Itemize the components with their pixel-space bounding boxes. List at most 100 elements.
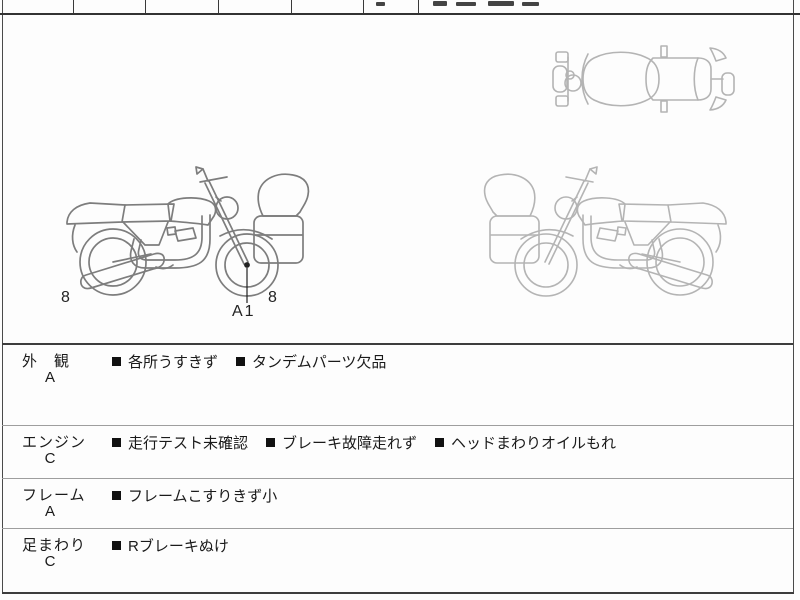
frame-cradle-inner	[137, 215, 203, 261]
fuel-tank	[582, 51, 660, 107]
headlight	[554, 196, 578, 220]
windscreen	[581, 53, 589, 105]
motorcycle-top-view-diagram	[548, 45, 738, 113]
rear-fender-edge	[715, 224, 722, 253]
mirror-stalk	[584, 168, 591, 182]
bullet-icon	[112, 541, 121, 550]
seat	[618, 203, 672, 223]
defect-note: Rブレーキぬけ	[128, 538, 229, 555]
seat	[121, 203, 175, 223]
mirror-bottom	[555, 95, 569, 107]
defect-note: フレームこすりきず小	[128, 488, 278, 505]
cutoff-text-fragment	[433, 1, 447, 6]
fuel-tank	[167, 197, 217, 226]
frame-cradle-inner	[590, 215, 656, 261]
defect-note: 走行テスト未確認	[128, 435, 249, 452]
seat-divider	[693, 57, 699, 101]
wheel-mark-left: 8	[61, 289, 70, 306]
mirror	[589, 166, 598, 175]
front-fork-front-tube	[208, 180, 249, 263]
cutoff-text-fragment	[488, 1, 514, 6]
section-grade: A	[44, 503, 55, 520]
section-grade: C	[44, 450, 56, 467]
subframe	[624, 221, 671, 246]
footpeg-top	[660, 45, 668, 58]
headlight	[215, 196, 239, 220]
rear-wheel-inner	[655, 237, 705, 287]
sheet-bottom-border	[2, 592, 794, 594]
table-row-bottom-border	[0, 13, 800, 15]
tail-flap-bottom	[709, 96, 727, 111]
swingarm	[641, 253, 681, 263]
tail-flap-top	[709, 47, 727, 62]
cutoff-text-fragment	[456, 2, 476, 6]
section-exterior: 外 観 A 各所うすきず タンデムパーツ欠品	[2, 343, 793, 427]
inspection-point-dot	[244, 262, 250, 268]
mirror-stalk	[202, 168, 209, 182]
swingarm	[112, 253, 152, 263]
motorcycle-side-view-right-diagram	[478, 165, 738, 305]
motorcycle-side-view-left-drawing	[66, 166, 310, 303]
defect-note: ヘッドまわりオイルもれ	[451, 435, 617, 452]
carburetor	[174, 227, 197, 242]
motorcycle-side-view-left-diagram	[55, 165, 315, 305]
defect-note: タンデムパーツ欠品	[252, 354, 387, 371]
rear-wheel-outer	[79, 228, 147, 296]
bullet-icon	[112, 491, 121, 500]
rear-wheel-outer	[646, 228, 714, 296]
exhaust-muffler	[628, 252, 713, 290]
exhaust-muffler	[80, 252, 165, 290]
handlebar	[199, 176, 228, 183]
table-column-divider	[291, 0, 292, 13]
motorcycle-side-view-right-drawing	[483, 166, 727, 297]
front-wheel-inner	[523, 242, 569, 288]
section-name: フレーム	[22, 487, 86, 504]
front-fender	[219, 228, 273, 240]
inspection-point-label: A1	[232, 303, 256, 320]
bullet-icon	[112, 357, 121, 366]
handlebar	[565, 176, 594, 183]
section-name: 外 観	[22, 353, 71, 370]
section-undercarriage: 足まわり C Rブレーキぬけ	[2, 528, 793, 593]
motorcycle-top-view-drawing	[552, 45, 735, 113]
defect-note: ブレーキ故障走れず	[282, 435, 418, 452]
bullet-icon	[236, 357, 246, 366]
rear-wheel	[721, 72, 735, 96]
section-grade: C	[44, 553, 56, 570]
cutoff-text-fragment	[522, 2, 539, 6]
subframe	[122, 221, 169, 246]
section-name: エンジン	[22, 434, 87, 451]
table-column-divider	[145, 0, 146, 13]
cowl-lower	[253, 215, 304, 264]
sheet-left-border	[2, 0, 3, 594]
engine-detail	[166, 226, 177, 236]
engine-detail	[616, 226, 627, 236]
steering-head	[564, 74, 582, 92]
table-column-divider	[363, 0, 364, 13]
bullet-icon	[435, 438, 445, 447]
defect-note: 各所うすきず	[128, 354, 219, 371]
exhaust-header	[619, 264, 638, 270]
rear-fender-edge	[71, 224, 78, 253]
mirror-top	[555, 51, 569, 63]
wheel-mark-right: 8	[268, 289, 277, 306]
section-name: 足まわり	[22, 537, 87, 554]
front-fender	[520, 228, 574, 240]
headlight-bracket	[215, 196, 222, 202]
headlight-bracket	[571, 196, 578, 202]
front-fork-rear-tube	[548, 182, 589, 265]
tail-cowl	[66, 202, 126, 225]
carburetor	[596, 227, 619, 242]
mirror	[195, 166, 204, 175]
bullet-icon	[266, 438, 276, 447]
bullet-icon	[112, 438, 121, 447]
table-column-divider	[418, 0, 419, 13]
instrument	[565, 70, 575, 80]
table-column-divider	[218, 0, 219, 13]
tail-cowl	[667, 202, 727, 225]
cutoff-text-fragment	[376, 2, 385, 6]
front-wheel	[552, 65, 568, 93]
cowl-lower	[489, 215, 540, 264]
front-fork-rear-tube	[204, 182, 245, 265]
section-frame: フレーム A フレームこすりきず小	[2, 478, 793, 529]
